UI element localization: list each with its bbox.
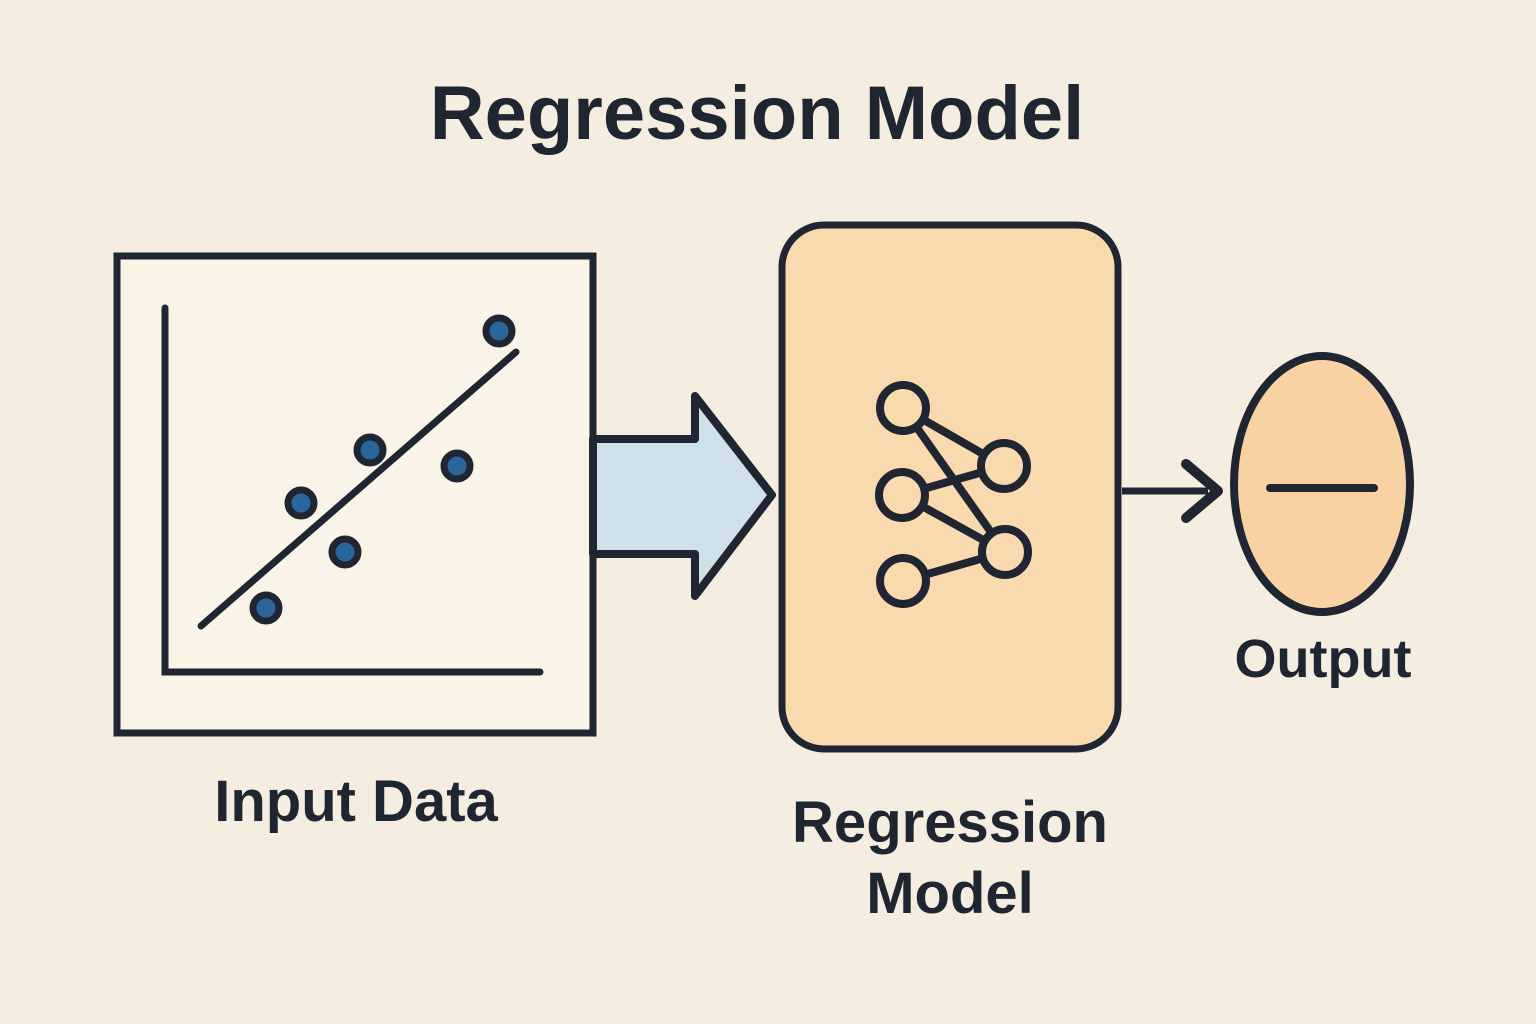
network-nodes — [875, 381, 1032, 608]
scatter-point — [353, 433, 387, 467]
network-node — [977, 439, 1031, 493]
input-data-label: Input Data — [214, 769, 498, 834]
scatter-axes-icon — [161, 304, 544, 676]
output-arrow-icon — [1122, 459, 1223, 523]
scatter-point — [482, 314, 516, 348]
scatter-point — [440, 449, 474, 483]
scatter-point — [284, 486, 318, 520]
regression-model-label: Regression Model — [792, 790, 1108, 926]
scatter-points — [249, 314, 516, 625]
regression-trend-line — [197, 348, 520, 630]
flow-arrow-icon — [589, 392, 776, 600]
network-node — [876, 554, 930, 608]
model-box — [778, 221, 1122, 753]
scatter-point — [328, 535, 362, 569]
page-title: Regression Model — [429, 71, 1085, 156]
network-node — [876, 381, 930, 435]
output-label: Output — [1234, 629, 1412, 689]
network-node — [978, 525, 1032, 579]
neural-network-icon — [875, 381, 1032, 608]
scatter-point — [249, 591, 283, 625]
network-node — [875, 468, 929, 522]
